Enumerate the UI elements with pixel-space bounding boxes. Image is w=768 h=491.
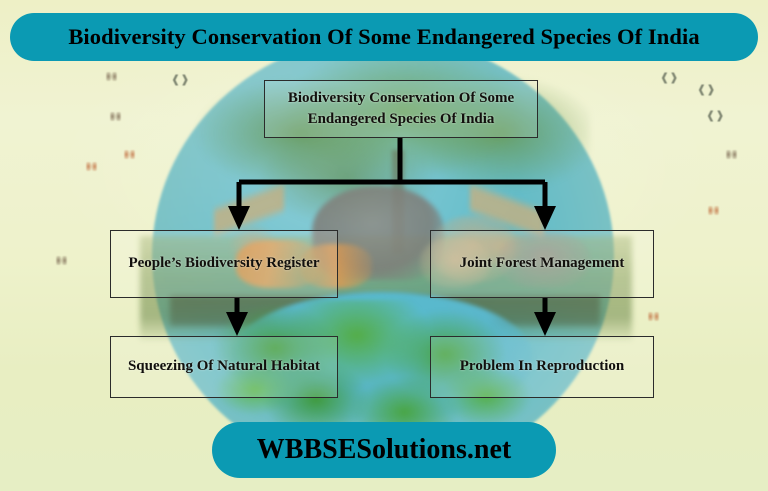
tiger-right-icon bbox=[300, 244, 372, 288]
butterfly-icon bbox=[56, 256, 67, 265]
butterfly-icon bbox=[708, 206, 719, 215]
flowchart-node-peoples-biodiversity-register: People’s Biodiversity Register bbox=[110, 230, 338, 298]
flowchart-node-squeezing-of-natural-habitat: Squeezing Of Natural Habitat bbox=[110, 336, 338, 398]
bird-icon: ❰❱ bbox=[171, 73, 190, 86]
butterfly-icon bbox=[648, 312, 659, 321]
butterfly-icon bbox=[106, 72, 117, 81]
flowchart-node-problem-in-reproduction: Problem In Reproduction bbox=[430, 336, 654, 398]
bird-icon: ❰❱ bbox=[697, 83, 716, 96]
flowchart-node-root: Biodiversity Conservation Of Some Endang… bbox=[264, 80, 538, 138]
flowchart-node-joint-forest-management: Joint Forest Management bbox=[430, 230, 654, 298]
deer-three-icon bbox=[420, 238, 490, 288]
butterfly-icon bbox=[86, 162, 97, 171]
butterfly-icon bbox=[124, 150, 135, 159]
page-title-banner: Biodiversity Conservation Of Some Endang… bbox=[10, 13, 758, 61]
site-watermark-banner: WBBSESolutions.net bbox=[212, 422, 556, 478]
bird-icon: ❰❱ bbox=[706, 109, 725, 122]
bird-icon: ❰❱ bbox=[660, 71, 679, 84]
deer-two-icon bbox=[498, 232, 590, 288]
butterfly-icon bbox=[110, 112, 121, 121]
butterfly-icon bbox=[726, 150, 737, 159]
